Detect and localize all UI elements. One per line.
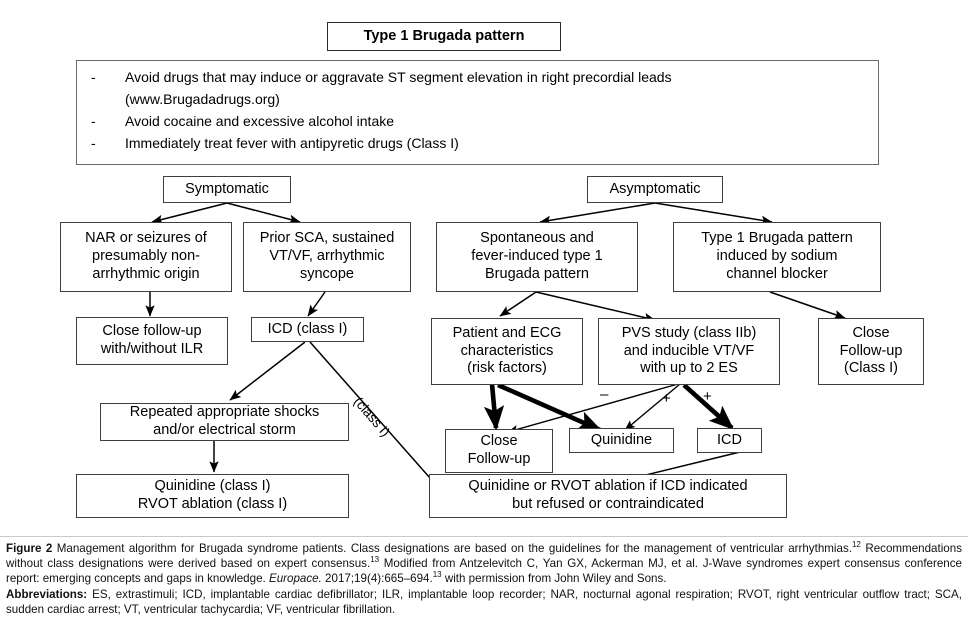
edge-label-minus: – [600,386,609,403]
node-prior-sca: Prior SCA, sustained VT/VF, arrhythmic s… [243,222,411,292]
abbreviations-label: Abbreviations: [6,588,88,602]
precautions-box: - Avoid drugs that may induce or aggrava… [76,60,879,165]
node-symptomatic: Symptomatic [163,176,291,203]
node-sodium-channel-blocker-induced: Type 1 Brugada pattern induced by sodium… [673,222,881,292]
node-close-followup-small: Close Follow-up [445,429,553,473]
abbreviations-paragraph: Abbreviations: ES, extrastimuli; ICD, im… [6,587,962,617]
precaution-subtext: (www.Brugadadrugs.org) [125,91,280,107]
abbreviations-text: ES, extrastimuli; ICD, implantable cardi… [6,588,962,617]
caption-journal: Europace. [268,572,322,586]
precaution-item: - Avoid cocaine and excessive alcohol in… [91,114,864,128]
caption-line2: Recommendations without class designatio… [6,542,962,571]
node-close-followup-class1: Close Follow-up (Class I) [818,318,924,385]
caption-paragraph: Figure 2 Management algorithm for Brugad… [6,541,962,586]
precaution-text: Avoid cocaine and excessive alcohol inta… [125,113,395,129]
caption-citation: 2017;19(4):665–694. [321,572,433,586]
node-icd-class1: ICD (class I) [251,317,364,342]
precaution-item: - Immediately treat fever with antipyret… [91,136,864,150]
node-quinidine-or-rvot-if-icd: Quinidine or RVOT ablation if ICD indica… [429,474,787,518]
precaution-item: - Avoid drugs that may induce or aggrava… [91,70,864,106]
edge-label-plus-1: + [662,390,671,407]
dash-bullet: - [91,135,96,151]
node-close-followup-ilr: Close follow-up with/without ILR [76,317,228,365]
node-patient-ecg-characteristics: Patient and ECG characteristics (risk fa… [431,318,583,385]
caption-ref-12: 12 [851,540,861,550]
caption-ref-13b: 13 [432,570,442,580]
node-repeated-shocks: Repeated appropriate shocks and/or elect… [100,403,349,441]
node-pvs-study: PVS study (class IIb) and inducible VT/V… [598,318,780,385]
edge-label-class-i: (class I) [350,394,393,440]
caption-line1: Management algorithm for Brugada syndrom… [52,542,852,555]
node-asymptomatic: Asymptomatic [587,176,723,203]
caption-line2-cont: Modified from Antzelevitch C, Yan GX, Ac… [6,557,962,586]
node-quinidine-small: Quinidine [569,428,674,453]
dash-bullet: - [91,69,96,85]
caption-line3-tail: with permission from John Wiley and Sons… [441,572,667,586]
node-title-type1-brugada: Type 1 Brugada pattern [327,22,561,51]
edge-label-plus-2: + [703,388,712,405]
figure-caption: Figure 2 Management algorithm for Brugad… [0,536,968,632]
node-icd-small: ICD [697,428,762,453]
dash-bullet: - [91,113,96,129]
node-spontaneous-fever-induced: Spontaneous and fever-induced type 1 Bru… [436,222,638,292]
precaution-text: Immediately treat fever with antipyretic… [125,135,459,151]
precaution-text: Avoid drugs that may induce or aggravate… [125,69,672,85]
node-quinidine-rvot-class1: Quinidine (class I) RVOT ablation (class… [76,474,349,518]
caption-figure-label: Figure 2 [6,542,53,555]
caption-ref-13a: 13 [370,555,380,565]
node-nar-seizures: NAR or seizures of presumably non- arrhy… [60,222,232,292]
flowchart-canvas: Type 1 Brugada pattern - Avoid drugs tha… [60,22,924,518]
